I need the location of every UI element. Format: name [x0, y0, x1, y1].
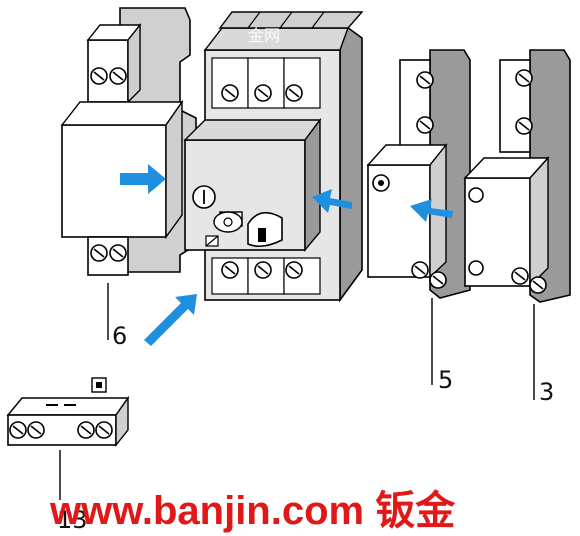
auxiliary-contact-3	[463, 49, 571, 400]
auxiliary-contact-5	[366, 49, 471, 385]
watermark-text: www.banjin.com 钣金	[50, 489, 456, 533]
arrow-icon	[120, 164, 453, 346]
auxiliary-module-6	[60, 7, 197, 340]
top-watermark: 金网	[248, 26, 281, 45]
callout-label-5: 5	[438, 366, 454, 394]
callout-label-6: 6	[112, 322, 128, 350]
auxiliary-contact-13	[6, 377, 130, 500]
motor-protective-circuit-breaker	[183, 11, 364, 303]
callout-label-13: 13	[57, 506, 88, 534]
callout-label-3: 3	[539, 378, 555, 406]
